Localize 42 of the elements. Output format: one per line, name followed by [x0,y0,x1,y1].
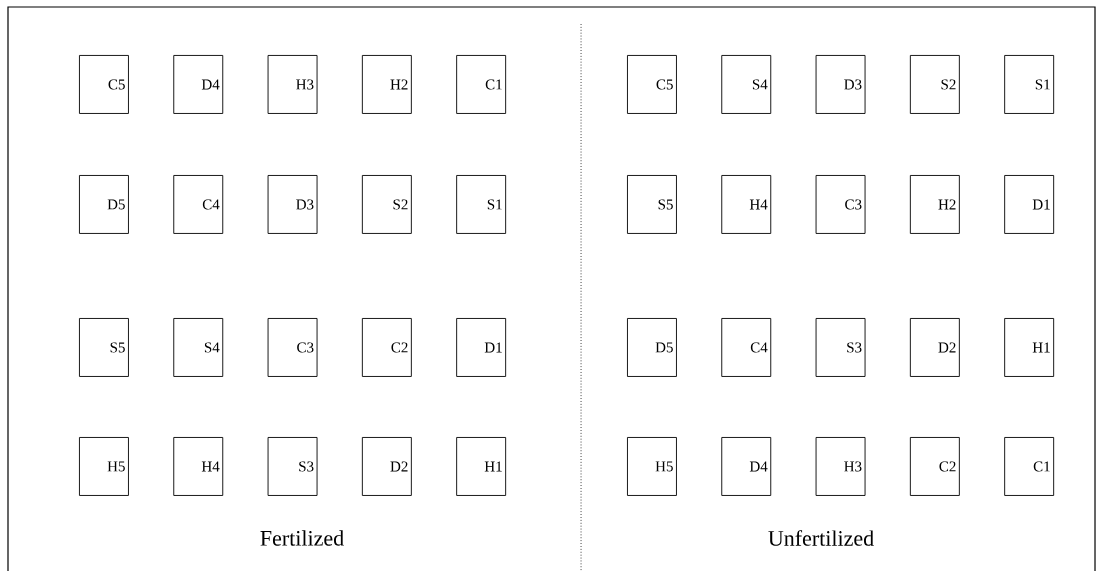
plot-box: D1 [1004,175,1055,234]
plot-box: D2 [909,318,960,377]
plot-box: S1 [1004,55,1055,114]
plot-box: D5 [79,175,129,234]
plot-box: H2 [361,55,412,114]
plot-box: H1 [1004,318,1055,377]
plot-box: C1 [456,55,507,114]
plot-box: S5 [79,318,129,377]
plot-box: D4 [173,55,224,114]
plot-box: D3 [267,175,318,234]
plot-box: H4 [721,175,772,234]
plot-box: D5 [627,318,677,377]
plot-box: H3 [815,437,866,496]
panel-label: Unfertilized [768,530,874,546]
plot-box: D2 [361,437,412,496]
plot-box: C2 [361,318,412,377]
plot-box: C3 [815,175,866,234]
panel-label: Fertilized [260,530,344,546]
plot-box: H2 [909,175,960,234]
plot-box: H3 [267,55,318,114]
plot-box: H4 [173,437,224,496]
plot-box: S2 [361,175,412,234]
plot-box: S5 [627,175,677,234]
plot-box: C4 [173,175,224,234]
plot-box: D4 [721,437,772,496]
plot-box: C1 [1004,437,1055,496]
plot-box: S3 [267,437,318,496]
plot-box: S2 [909,55,960,114]
plot-box: C3 [267,318,318,377]
plot-box: D3 [815,55,866,114]
plot-box: D1 [456,318,507,377]
plot-box: S1 [456,175,507,234]
plot-box: C5 [627,55,677,114]
plot-box: C2 [909,437,960,496]
plot-box: C5 [79,55,129,114]
plot-box: H5 [627,437,677,496]
plot-box: S4 [721,55,772,114]
plot-box: H1 [456,437,507,496]
plot-box: H5 [79,437,129,496]
plot-box: S4 [173,318,224,377]
plot-box: C4 [721,318,772,377]
plot-box: S3 [815,318,866,377]
